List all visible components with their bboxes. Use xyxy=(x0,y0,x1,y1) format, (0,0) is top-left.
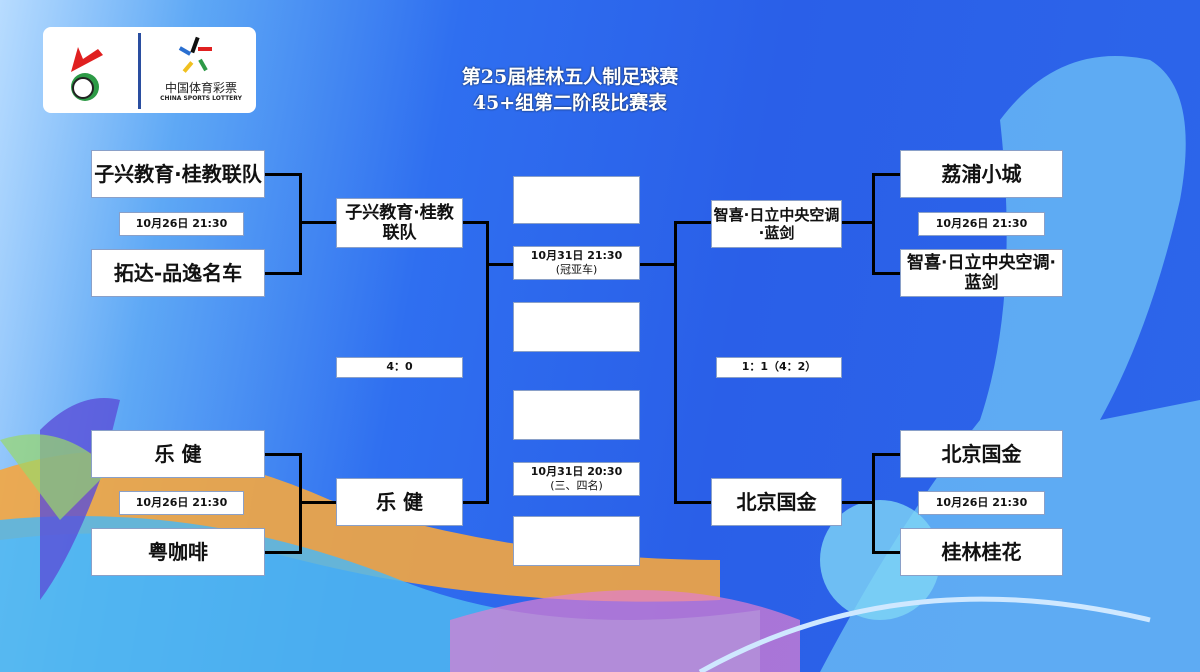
right-r1-bottom-time: 10月26日 21:30 xyxy=(918,491,1045,515)
final-team2-slot xyxy=(513,302,640,352)
final-info: 10月31日 21:30 (冠亚车) xyxy=(513,246,640,280)
right-r2-bottom-team: 北京国金 xyxy=(711,478,842,526)
bracket-line xyxy=(872,551,900,554)
title-line2: 45+组第二阶段比赛表 xyxy=(472,92,668,114)
bracket-line xyxy=(265,551,302,554)
title-line1: 第25届桂林五人制足球赛 xyxy=(461,66,679,88)
left-r1-bottom-team1: 乐 健 xyxy=(91,430,265,478)
final-team1-slot xyxy=(513,176,640,224)
right-r1-top-team1: 荔浦小城 xyxy=(900,150,1063,198)
right-r2-score: 1：1（4：2） xyxy=(716,357,842,378)
right-r1-bottom-team2: 桂林桂花 xyxy=(900,528,1063,576)
left-r2-bottom-team: 乐 健 xyxy=(336,478,463,526)
third-info: 10月31日 20:30 (三、四名) xyxy=(513,462,640,496)
third-team2-slot xyxy=(513,516,640,566)
logo-text-en: CHINA SPORTS LOTTERY xyxy=(160,95,242,102)
bracket-line xyxy=(872,173,875,275)
bracket-line xyxy=(265,453,302,456)
left-r1-top-team1: 子兴教育·桂教联队 xyxy=(91,150,265,198)
left-r1-bottom-team2: 粤咖啡 xyxy=(91,528,265,576)
right-r1-top-team2: 智喜·日立中央空调·蓝剑 xyxy=(900,249,1063,297)
bracket-line xyxy=(265,173,302,176)
left-r2-top-team: 子兴教育·桂教联队 xyxy=(336,198,463,248)
left-r1-top-time: 10月26日 21:30 xyxy=(119,212,244,236)
left-r1-bottom-time: 10月26日 21:30 xyxy=(119,491,244,515)
logo-text-cn: 中国体育彩票 xyxy=(164,81,237,95)
bracket-line xyxy=(463,221,489,224)
third-time: 10月31日 20:30 xyxy=(530,464,623,478)
final-label: (冠亚车) xyxy=(555,263,598,276)
bracket-line xyxy=(674,501,711,504)
bracket-line xyxy=(299,501,336,504)
sponsor-logo: 中国体育彩票 CHINA SPORTS LOTTERY xyxy=(43,27,256,113)
left-r1-top-team2: 拓达-品逸名车 xyxy=(91,249,265,297)
bracket-line xyxy=(486,221,489,504)
bracket-line xyxy=(299,221,336,224)
bracket-line xyxy=(640,263,677,266)
bracket-line xyxy=(872,453,875,554)
third-team1-slot xyxy=(513,390,640,440)
right-r1-top-time: 10月26日 21:30 xyxy=(918,212,1045,236)
right-r1-bottom-team1: 北京国金 xyxy=(900,430,1063,478)
bracket-line xyxy=(299,173,302,275)
third-label: (三、四名) xyxy=(550,479,603,492)
bracket-line xyxy=(674,221,711,224)
bracket-line xyxy=(872,272,900,275)
left-r2-score: 4：0 xyxy=(336,357,463,378)
bracket-line xyxy=(674,221,677,504)
china-sports-lottery-logo-icon xyxy=(71,33,212,109)
final-time: 10月31日 21:30 xyxy=(530,248,623,262)
bracket-line xyxy=(842,221,875,224)
right-r2-top-team: 智喜·日立中央空调·蓝剑 xyxy=(711,200,842,248)
bracket-line xyxy=(486,263,513,266)
page-title: 第25届桂林五人制足球赛 45+组第二阶段比赛表 xyxy=(400,64,740,116)
bracket-line xyxy=(842,501,875,504)
bracket-line xyxy=(463,501,489,504)
bracket-line xyxy=(265,272,302,275)
bracket-line xyxy=(872,453,900,456)
bracket-line xyxy=(872,173,900,176)
